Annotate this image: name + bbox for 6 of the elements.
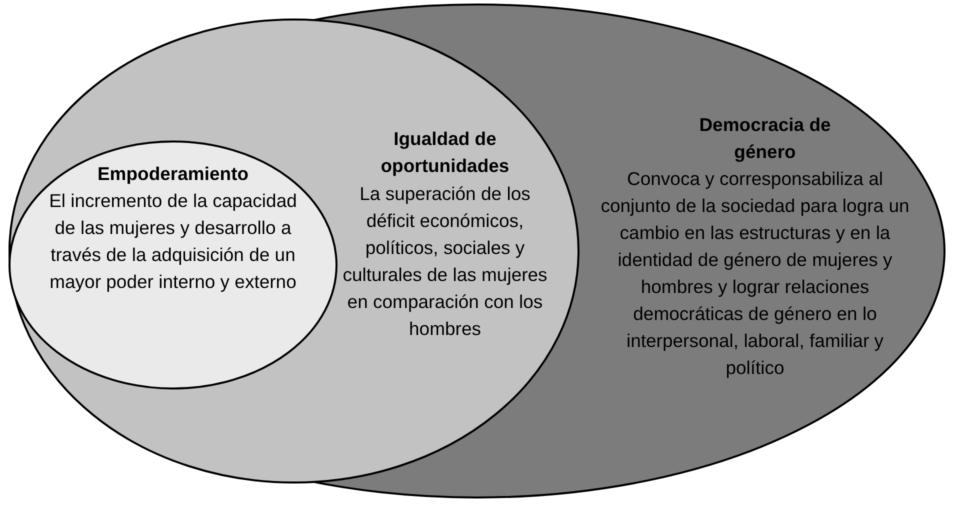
description-text: El incremento de la capacidad de las mujeres y desarrollo a través de la adquisición de un mayor poder interno y externo <box>48 189 298 294</box>
heading: Igualdad de oportunidades <box>380 127 510 178</box>
heading: Democracia de género <box>698 113 832 164</box>
description-text: Convoca y corresponsabiliza al conjunto de la sociedad para logra un cambio en las estructuras y en la identidad de género de mujeres y hombres y lograr relaciones democráticas de género en lo interpersonal, laboral, familiar y político <box>600 167 910 380</box>
description-text: La superación de los déficit económicos, políticos, sociales y culturales de las mujeres en comparación con los hombres <box>342 182 548 341</box>
heading: Empoderamiento <box>96 162 250 186</box>
